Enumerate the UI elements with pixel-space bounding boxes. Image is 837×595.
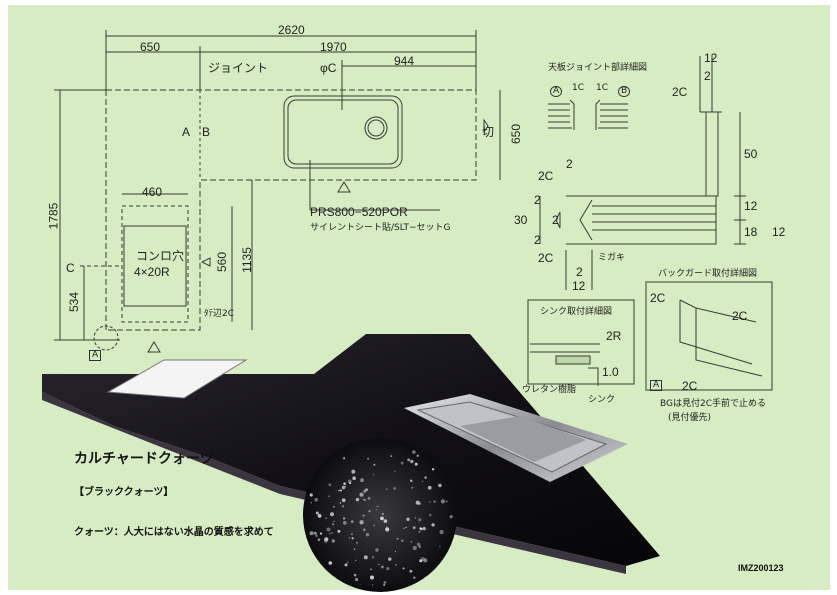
- dim-sink-section: 1970: [320, 40, 347, 54]
- joint-detail-a: A: [550, 86, 563, 97]
- product-color: 【ブラッククォーツ】: [74, 487, 174, 498]
- edge-c2-top: 2C: [672, 85, 688, 99]
- edge-d12-low: 12: [772, 225, 786, 239]
- mark-c: C: [66, 261, 75, 275]
- dim-total-width: 2620: [278, 23, 305, 37]
- phi-c-label: φC: [320, 61, 337, 75]
- dim-height-1135: 1135: [239, 247, 254, 273]
- backguard-title: バックガード取付詳細図: [658, 269, 758, 279]
- backguard-detail-lines: [645, 281, 773, 391]
- sink-detail-title: シンク取付詳細図: [540, 307, 613, 317]
- edge-d50: 50: [744, 147, 758, 161]
- edge-d12-bot: 12: [572, 279, 586, 293]
- sink-detail-d1: 1.0: [602, 365, 619, 379]
- backguard-c2-b: 2C: [732, 309, 748, 323]
- stove-radius-label: 4×20R: [134, 265, 170, 279]
- silent-sheet-label: サイレントシート貼/SLT−セットG: [310, 223, 451, 233]
- mark-b: B: [202, 125, 211, 139]
- tategiri-label: ﾀﾃ辺2C: [204, 309, 235, 319]
- stone-sample: [303, 438, 457, 592]
- edge-d18: 18: [744, 225, 758, 239]
- backguard-note2: (見付優先): [668, 413, 712, 423]
- product-name: カルチャードクォーツ: [74, 451, 214, 467]
- kiri-label: 切: [482, 125, 495, 139]
- edge-detail-lines: [539, 56, 746, 290]
- dim-stove-height: 560: [215, 251, 230, 273]
- dim-right-depth: 650: [509, 123, 524, 145]
- backguard-c2-c: 2C: [682, 379, 698, 393]
- sink-detail-r2: 2R: [606, 329, 622, 343]
- edge-d2-a: 2: [566, 157, 573, 171]
- product-code: IMZ200123: [738, 563, 784, 573]
- edge-d2-top: 2: [704, 69, 711, 83]
- backguard-note1: BGは見付2C手前で止める: [660, 399, 767, 409]
- dim-left-width: 650: [140, 40, 161, 54]
- edge-d12-top: 12: [704, 51, 718, 65]
- product-tagline: クォーツ：人大にはない水晶の質感を求めて: [74, 527, 274, 538]
- mark-a-box: A: [89, 350, 102, 361]
- edge-c2-b: 2C: [538, 251, 554, 265]
- sink-detail-urethane: ウレタン樹脂: [522, 385, 577, 395]
- sink-detail-sink: シンク: [588, 395, 616, 405]
- edge-d12-mid: 12: [744, 199, 758, 213]
- dim-stove-width: 460: [142, 185, 163, 199]
- sink-detail-lines: [527, 299, 635, 386]
- mark-a: A: [182, 125, 191, 139]
- edge-d30: 30: [514, 213, 528, 227]
- edge-d2-b: 2: [534, 193, 541, 207]
- stove-hole-label: コンロ穴: [136, 249, 185, 263]
- edge-migaki: ミガキ: [598, 253, 626, 263]
- joint-detail-a-chamfer: 1C: [572, 83, 585, 93]
- dim-lower-534: 534: [67, 291, 82, 313]
- joint-detail-title: 天板ジョイント部詳細図: [548, 63, 648, 73]
- dim-total-depth: 1785: [46, 202, 61, 230]
- joint-label: ジョイント: [208, 61, 269, 75]
- edge-d2-e: 2: [552, 213, 559, 227]
- backguard-mark: A: [650, 380, 663, 391]
- joint-detail-lines: [548, 99, 628, 130]
- edge-d2-c: 2: [534, 233, 541, 247]
- joint-detail-b: B: [618, 86, 631, 97]
- edge-c2-a: 2C: [538, 169, 554, 183]
- joint-detail-b-chamfer: 1C: [596, 83, 609, 93]
- plan-lines: [54, 30, 501, 353]
- backguard-c2-a: 2C: [650, 291, 666, 305]
- edge-d2-d: 2: [576, 265, 583, 279]
- sink-model: PRS800−520POR: [310, 205, 408, 219]
- dim-sink-offset: 944: [394, 54, 415, 68]
